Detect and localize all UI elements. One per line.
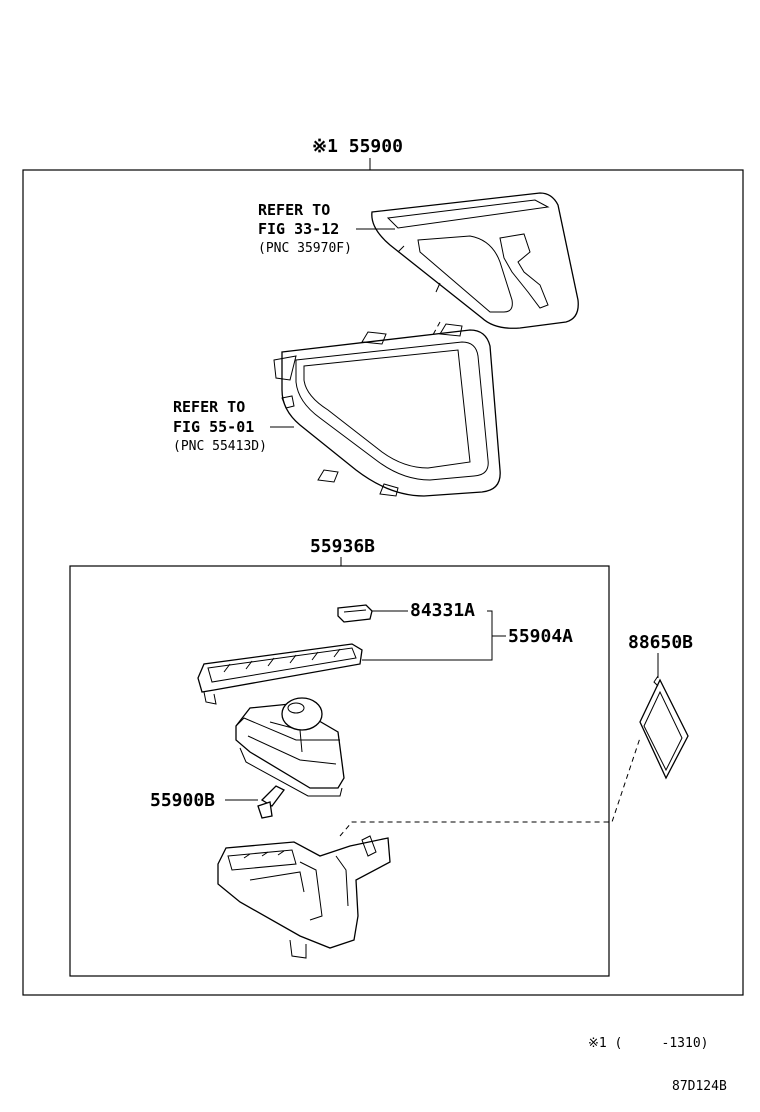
part-label-84331a[interactable]: 84331A	[410, 600, 475, 621]
refer-33-line1[interactable]: REFER TO	[258, 201, 330, 219]
controller-base-holder[interactable]	[217, 835, 391, 959]
upper-console-trim-panel[interactable]	[371, 192, 579, 329]
assembly-label[interactable]: ※1 55900	[312, 136, 403, 157]
part-label-55900b[interactable]: 55900B	[150, 790, 215, 811]
leader-55904a	[362, 610, 506, 661]
refer-55-line1[interactable]: REFER TO	[173, 398, 245, 416]
screw-55900b[interactable]	[257, 785, 285, 819]
plate-88650b[interactable]	[639, 675, 689, 780]
footnote[interactable]: ※1 ( -1310)	[588, 1036, 708, 1051]
refer-33-line3[interactable]: (PNC 35970F)	[258, 241, 352, 256]
part-label-88650b[interactable]: 88650B	[628, 632, 693, 653]
refer-33-line2[interactable]: FIG 33-12	[258, 220, 339, 238]
refer-55-line2[interactable]: FIG 55-01	[173, 418, 254, 436]
remote-touch-controller[interactable]	[235, 697, 345, 797]
switch-84331a[interactable]	[337, 604, 373, 623]
refer-55-line3[interactable]: (PNC 55413D)	[173, 439, 267, 454]
figure-code[interactable]: 87D124B	[672, 1079, 727, 1094]
inner-assembly-frame	[69, 565, 610, 977]
plate-connector-dashed	[339, 737, 641, 837]
sub-assembly-label[interactable]: 55936B	[310, 536, 375, 557]
switch-assembly-55904a[interactable]	[197, 643, 363, 705]
console-bezel-panel[interactable]	[273, 323, 501, 497]
outer-assembly-frame	[22, 169, 744, 996]
part-label-55904a[interactable]: 55904A	[508, 626, 573, 647]
